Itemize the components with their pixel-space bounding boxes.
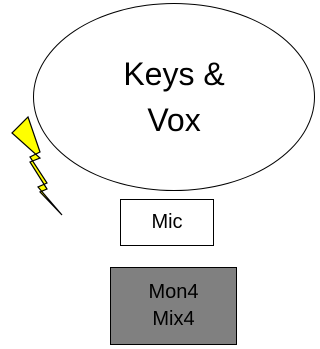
ellipse-label-line1: Keys & bbox=[123, 56, 225, 92]
mic-label: Mic bbox=[151, 211, 183, 233]
monitor-mix-box: Mon4 Mix4 bbox=[110, 267, 237, 345]
monitor-label: Mon4 bbox=[148, 281, 199, 303]
ellipse-label-line2: Vox bbox=[147, 102, 201, 138]
keys-vox-ellipse: Keys & Vox bbox=[33, 3, 315, 191]
lightning-bolt-shape bbox=[11, 115, 63, 216]
mix-label: Mix4 bbox=[152, 308, 195, 330]
mic-box: Mic bbox=[120, 199, 214, 246]
